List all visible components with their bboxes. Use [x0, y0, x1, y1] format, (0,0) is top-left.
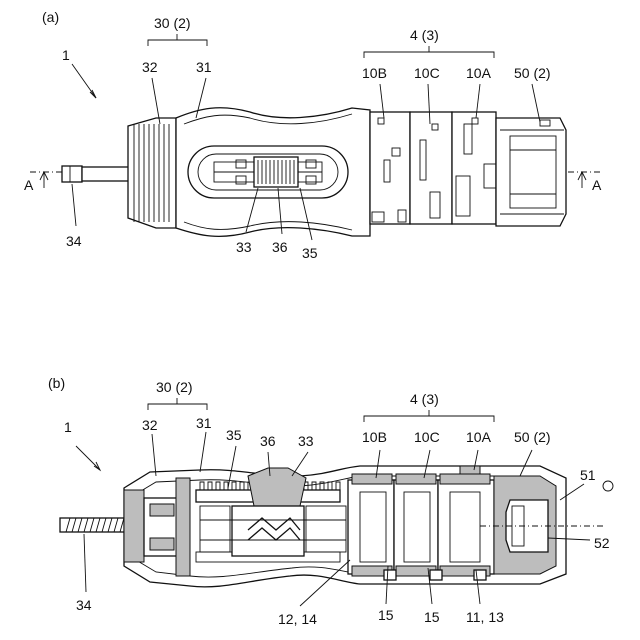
- ref-34-a: 34: [66, 233, 82, 249]
- ref-30-b: 30 (2): [156, 379, 193, 395]
- ref-35-a: 35: [302, 245, 318, 261]
- bracket-4-b: [364, 410, 494, 422]
- ref-10C-a: 10C: [414, 65, 440, 81]
- section-label-right: A: [592, 177, 602, 193]
- ref-31-b: 31: [196, 415, 212, 431]
- switching-rings-a: [370, 112, 496, 224]
- ref-15a-b: 15: [378, 607, 394, 623]
- ref-50-a: 50 (2): [514, 65, 551, 81]
- ref-10A-b: 10A: [466, 429, 492, 445]
- ref-11-13-b: 11, 13: [466, 609, 504, 625]
- ref-50-b: 50 (2): [514, 429, 551, 445]
- panel-label-b: (b): [48, 375, 65, 391]
- ref-51-b: 51: [580, 467, 596, 483]
- end-cap-50-b: [494, 476, 556, 574]
- ref-15b-b: 15: [424, 609, 440, 625]
- ref-1-b: 1: [64, 419, 72, 435]
- bracket-30-a: [148, 34, 207, 46]
- ref-52-b: 52: [594, 535, 610, 551]
- bit-34-b: [60, 518, 130, 532]
- bracket-30-b: [148, 398, 207, 410]
- ref-4-a: 4 (3): [410, 27, 439, 43]
- ref-32-a: 32: [142, 59, 158, 75]
- ref-31-a: 31: [196, 59, 212, 75]
- ref-36-b: 36: [260, 433, 276, 449]
- bit-34-a: [62, 166, 130, 182]
- ref-32-b: 32: [142, 417, 158, 433]
- ref-4-b: 4 (3): [410, 391, 439, 407]
- ref-34-b: 34: [76, 597, 92, 613]
- ref-1-a: 1: [62, 47, 70, 63]
- ref-10A-a: 10A: [466, 65, 492, 81]
- end-cap-50-a: [496, 118, 566, 226]
- ref-12-14-b: 12, 14: [278, 611, 317, 627]
- ref-10C-b: 10C: [414, 429, 440, 445]
- ref-33-a: 33: [236, 239, 252, 255]
- ref-36-a: 36: [272, 239, 288, 255]
- section-label-left: A: [24, 177, 34, 193]
- ref-10B-b: 10B: [362, 429, 387, 445]
- ref-33-b: 33: [298, 433, 314, 449]
- ref-10B-a: 10B: [362, 65, 387, 81]
- ref-30-a: 30 (2): [154, 15, 191, 31]
- panel-label-a: (a): [42, 9, 59, 25]
- knurled-ring-32-a: [128, 118, 176, 228]
- bracket-4-a: [364, 46, 494, 58]
- ring-modules-b: [348, 466, 494, 580]
- ref-35-b: 35: [226, 427, 242, 443]
